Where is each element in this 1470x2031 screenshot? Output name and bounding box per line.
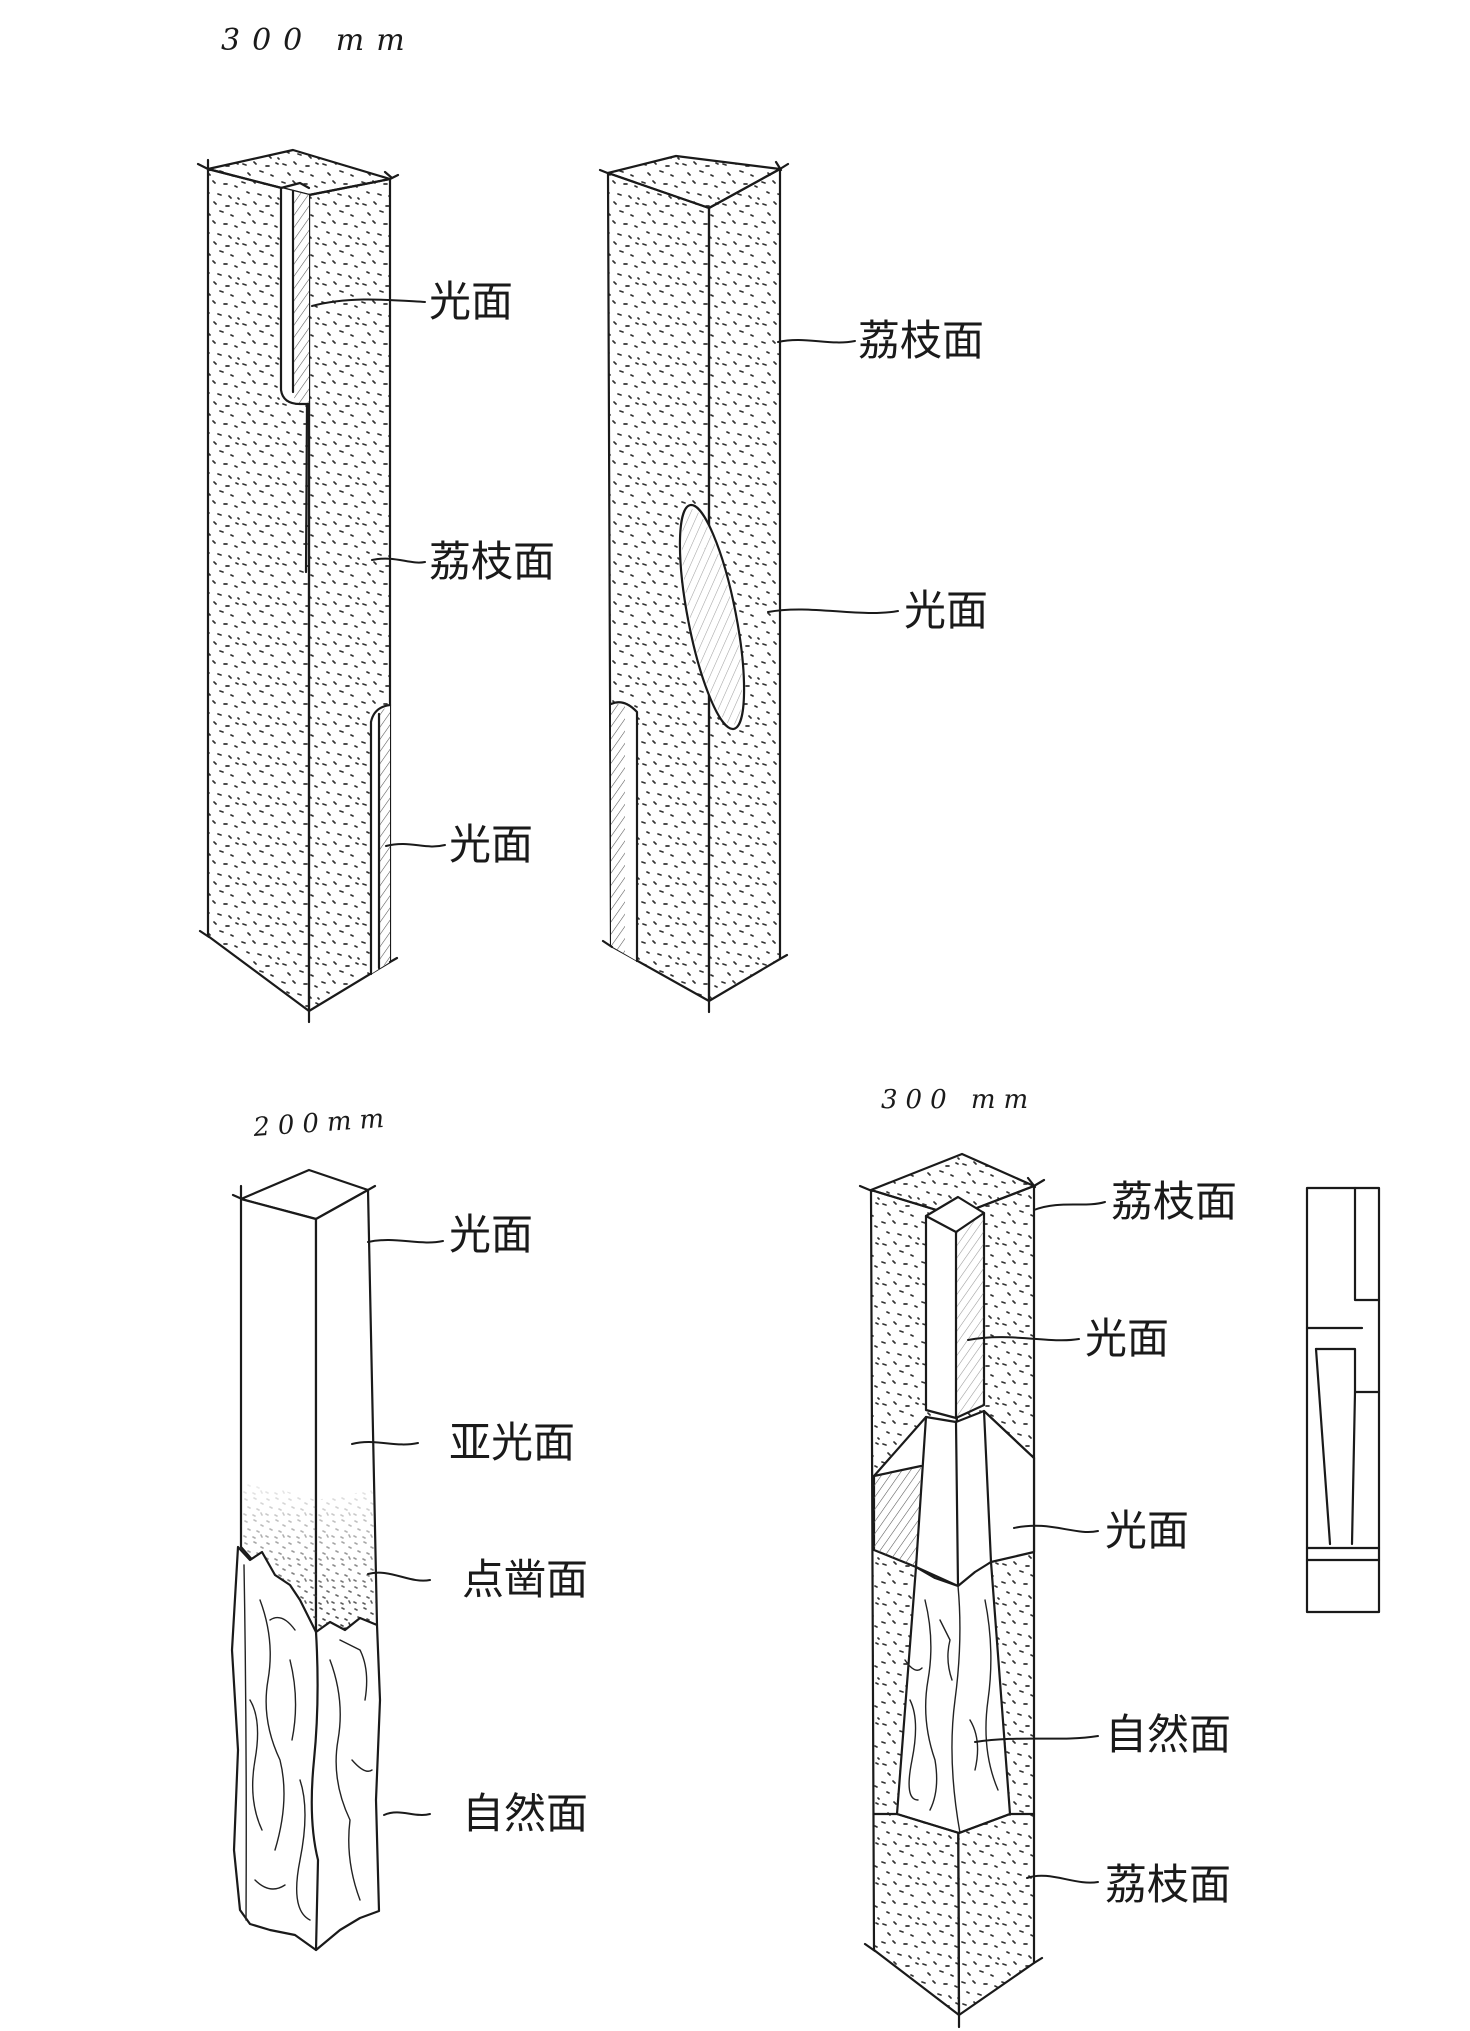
pillar-a-top-groove-outline [279, 181, 311, 406]
pillar-a-leader-body [371, 557, 426, 564]
pillar-c-label-base: 自然面 [462, 1789, 588, 1838]
pillar-d-leader-base [1026, 1874, 1099, 1884]
pillar-c-label-upper: 亚光面 [449, 1418, 575, 1467]
pillar-d-leader-side [1013, 1524, 1099, 1533]
pillar-d-sketch-strokes [858, 1176, 1046, 2029]
pillar-a-bottom-groove-outline [369, 703, 392, 976]
pillar-d-leader-groove [967, 1336, 1080, 1342]
pillar-b-oval-shading [681, 508, 743, 726]
side-elevation-groove-lines [1305, 1186, 1381, 1394]
pillar-d-leader-natural [974, 1735, 1099, 1743]
pillar-d-dimension: 300 mm [881, 1085, 1036, 1115]
pillar-d-taper-shading [874, 1466, 921, 1567]
pillar-a-leader-bottom-groove [385, 843, 446, 848]
pillar-b-leader-oval [767, 608, 899, 614]
pillar-b-label-body: 荔枝面 [858, 316, 984, 365]
pillar-c-leader-middle [367, 1571, 431, 1582]
pillar-c-leader-top [367, 1239, 444, 1244]
pillar-b-groove-outline [609, 701, 639, 963]
pillar-c-natural-corner [310, 1630, 320, 1952]
pillar-a-top-groove-shading [293, 191, 309, 404]
pillar-d-label-natural: 自然面 [1105, 1710, 1231, 1759]
pillar-d-groove-shading [956, 1213, 984, 1418]
pillar-a-label-top-groove: 光面 [429, 277, 513, 326]
pillar-b [598, 154, 790, 1014]
pillar-a [196, 148, 400, 1024]
side-elevation [1305, 1186, 1381, 1614]
pillar-b-leader-body [777, 339, 856, 344]
pillar-a-groove-seam [304, 402, 309, 574]
pillar-a-leader-top-groove [311, 298, 426, 307]
pillar-a-dimension: 300 mm [221, 23, 417, 58]
pillar-b-label-oval: 光面 [904, 586, 988, 635]
side-elevation-taper-lines [1314, 1347, 1357, 1546]
pillar-d-natural-texture [904, 1585, 999, 1834]
pillar-c-natural-zone [230, 1545, 382, 1952]
pillar-d [858, 1152, 1046, 2029]
pillar-a-sketch-strokes [196, 158, 400, 1024]
pillar-b-sketch-strokes [598, 160, 790, 1014]
pillar-b-groove-shading [611, 704, 625, 954]
pillar-c-leader-upper [351, 1441, 419, 1446]
pillar-d-label-groove: 光面 [1085, 1314, 1169, 1363]
pillar-c-pointed-zone [241, 1478, 377, 1632]
pillar-d-label-base: 荔枝面 [1105, 1860, 1231, 1909]
pillar-d-label-top: 荔枝面 [1111, 1177, 1237, 1226]
side-elevation-base-lines [1305, 1546, 1381, 1562]
pillar-d-groove-outline [924, 1211, 986, 1420]
pillar-c [230, 1168, 382, 1952]
pillar-d-taper-lines [872, 1409, 1036, 1588]
pillar-d-leader-top [1033, 1201, 1106, 1211]
pillar-d-label-side: 光面 [1105, 1506, 1189, 1555]
pillar-c-leader-base [383, 1811, 431, 1816]
pillar-c-label-middle: 点凿面 [462, 1555, 588, 1604]
pillar-a-bottom-groove-shading [379, 706, 390, 968]
pillar-c-sketch-strokes [231, 1184, 377, 1201]
pillar-d-base-boundary [872, 1812, 1036, 1835]
pillar-d-natural-zone [895, 1560, 1012, 1835]
pillar-c-label-top: 光面 [449, 1210, 533, 1259]
pillar-c-natural-texture [243, 1564, 373, 1921]
pillar-a-label-body: 荔枝面 [429, 537, 555, 586]
pillar-a-label-bottom-groove: 光面 [449, 820, 533, 869]
